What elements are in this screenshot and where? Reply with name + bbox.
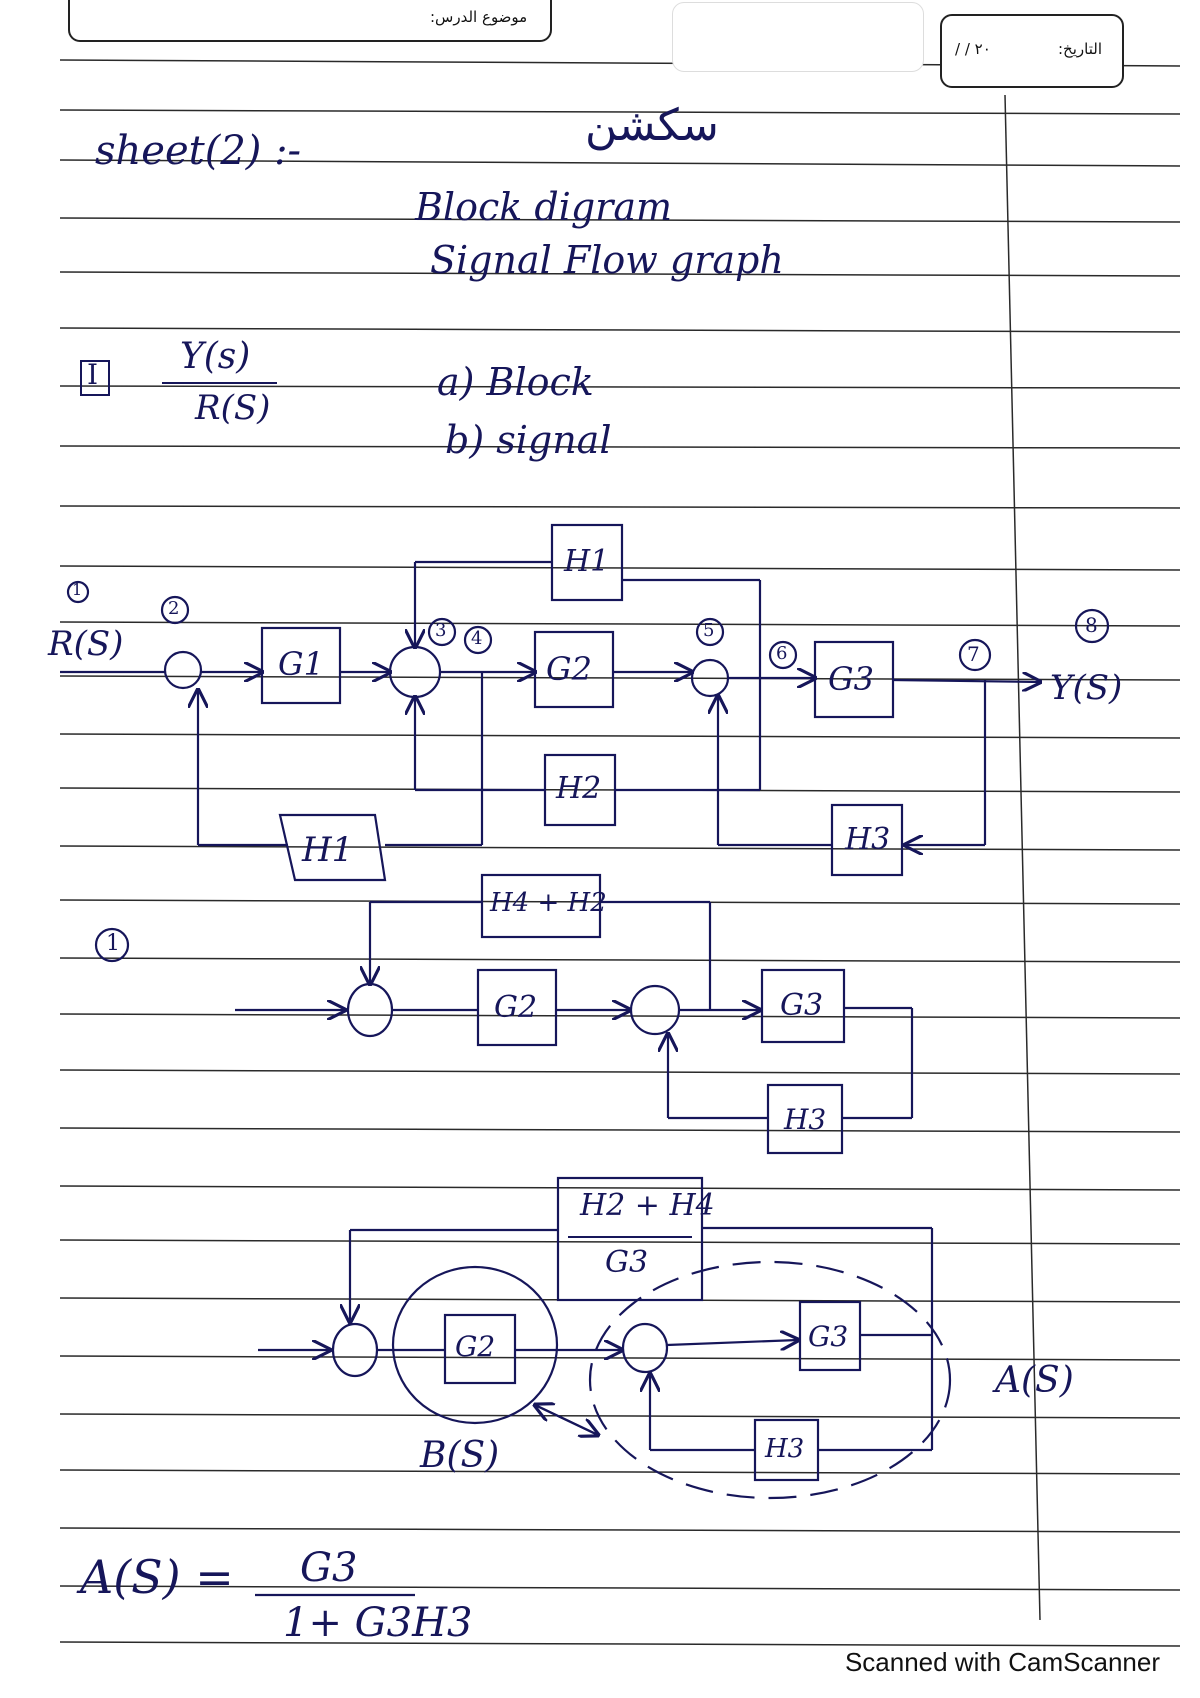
d2-sum-2 <box>629 984 681 1036</box>
group-b-label: B(S) <box>420 1435 500 1476</box>
date-label: التاريخ: <box>1058 40 1102 58</box>
node-5: 5 <box>703 620 715 641</box>
b-group-circle <box>391 1265 559 1425</box>
d1-h3-label: H3 <box>845 822 891 857</box>
d2-g3-label: G3 <box>780 988 824 1023</box>
d3-sum-2 <box>621 1322 669 1374</box>
d1-output-label: Y(S) <box>1050 668 1123 708</box>
part-b: b) signal <box>445 418 612 462</box>
ratio-denominator: R(S) <box>195 388 271 428</box>
d3-block-h2h4-g3 <box>556 1176 704 1302</box>
d3-feedback-bar <box>568 1236 692 1238</box>
d3-feedback-den: G3 <box>605 1245 649 1280</box>
lesson-topic-box <box>68 0 552 42</box>
d3-g3-label: G3 <box>808 1320 849 1353</box>
problem-number-box <box>80 360 110 396</box>
topic-line-2: Signal Flow graph <box>430 238 784 282</box>
a-group-enclosure <box>588 1260 952 1500</box>
scanner-watermark: Scanned with CamScanner <box>844 1647 1160 1677</box>
d2-block-g3 <box>760 968 846 1044</box>
node-8: 8 <box>1085 613 1098 637</box>
d1-block-g1 <box>260 626 342 705</box>
d1-g1-label: G1 <box>278 645 324 683</box>
d2-sum-1 <box>346 982 394 1038</box>
topic-line-1: Block digram <box>415 185 673 229</box>
arabic-title: سكشن <box>585 100 719 151</box>
d2-block-h4h2 <box>480 873 602 939</box>
d2-step-label: 1 <box>106 931 120 956</box>
d1-input-label: R(S) <box>48 624 124 664</box>
ratio-bar <box>162 382 277 384</box>
d1-block-g2 <box>533 630 615 709</box>
node-6: 6 <box>776 643 788 664</box>
node-1: 1 <box>72 580 83 599</box>
d1-h2-label: H2 <box>556 771 602 806</box>
node-3: 3 <box>435 620 447 641</box>
part-a: a) Block <box>437 360 594 404</box>
d1-g2-label: G2 <box>546 650 592 688</box>
date-box <box>940 14 1124 88</box>
d3-sum-1 <box>331 1322 379 1378</box>
date-value: ٢٠ / / <box>955 40 991 58</box>
lesson-topic-label: موضوع الدرس: <box>430 8 528 26</box>
node-7: 7 <box>967 642 980 666</box>
ratio-numerator: Y(s) <box>180 336 251 377</box>
d1-sum-1 <box>163 650 203 690</box>
d1-h1-low-label: H1 <box>302 830 354 870</box>
d2-h4h2-label: H4 + H2 <box>490 888 607 918</box>
group-a-label: A(S) <box>995 1360 1074 1401</box>
d2-g2-label: G2 <box>494 990 538 1025</box>
d2-step-circle <box>94 927 130 963</box>
node-4: 4 <box>471 628 483 649</box>
d3-g2-label: G2 <box>455 1330 496 1363</box>
d1-g3-label: G3 <box>828 660 874 698</box>
d1-block-g3 <box>813 640 895 719</box>
d3-feedback-num: H2 + H4 <box>580 1188 715 1223</box>
d1-sum-2 <box>388 645 442 699</box>
d1-block-h1-low <box>278 813 387 882</box>
result-denominator: 1+ G3H3 <box>283 1600 473 1646</box>
result-lhs: A(S) = <box>80 1550 234 1604</box>
d1-h1-top-label: H1 <box>564 544 610 579</box>
problem-number: I <box>87 358 99 391</box>
node-2: 2 <box>168 598 180 619</box>
result-numerator: G3 <box>300 1545 358 1591</box>
d2-h3-label: H3 <box>784 1103 827 1136</box>
d2-block-g2 <box>476 968 558 1047</box>
d1-block-h3 <box>830 803 904 877</box>
faint-box <box>672 2 924 72</box>
d3-h3-label: H3 <box>765 1434 805 1464</box>
sheet-title: sheet(2) :- <box>95 128 302 174</box>
d1-sum-3 <box>690 658 730 698</box>
